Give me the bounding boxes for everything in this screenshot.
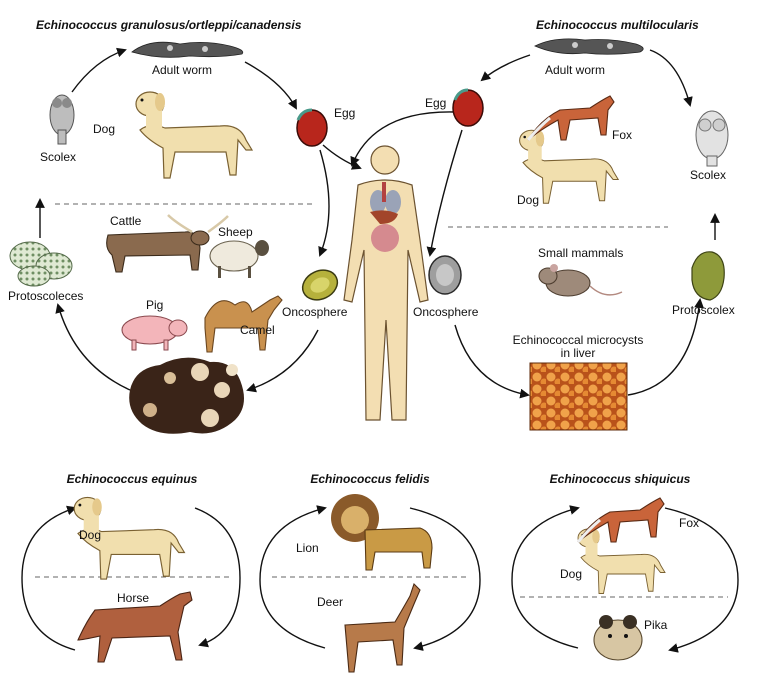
dog-image bbox=[577, 528, 666, 594]
equinus-cycle-arrows bbox=[21, 505, 241, 651]
label-sheep: Sheep bbox=[218, 225, 253, 239]
human-figure bbox=[343, 145, 429, 421]
label-egg: Egg bbox=[334, 106, 356, 120]
scolex-image bbox=[695, 110, 729, 167]
label-microcysts-line1: Echinococcal microcysts bbox=[512, 333, 644, 347]
microcysts-liver-image bbox=[529, 362, 628, 431]
label-fox: Fox bbox=[679, 516, 700, 530]
label-small-mammals: Small mammals bbox=[538, 246, 624, 260]
title-shiquicus: Echinococcus shiquicus bbox=[549, 472, 691, 486]
adult-worm-image bbox=[131, 41, 244, 58]
multilocularis-cycle-arrows bbox=[350, 49, 720, 399]
label-horse: Horse bbox=[117, 591, 150, 605]
mouse-image bbox=[538, 264, 623, 297]
label-pig: Pig bbox=[146, 298, 164, 312]
dog-image bbox=[135, 91, 254, 179]
protoscoleces-image bbox=[9, 241, 73, 287]
title-equinus: Echinococcus equinus bbox=[66, 472, 198, 486]
egg-image bbox=[452, 88, 484, 127]
label-microcysts-line2: in liver bbox=[560, 346, 596, 360]
lion-image bbox=[331, 494, 433, 571]
scolex-image bbox=[49, 94, 75, 145]
sheep-image bbox=[209, 240, 269, 278]
label-scolex: Scolex bbox=[40, 150, 77, 164]
pig-image bbox=[121, 315, 188, 351]
label-lion: Lion bbox=[296, 541, 319, 555]
label-scolex: Scolex bbox=[690, 168, 727, 182]
label-adult-worm: Adult worm bbox=[152, 63, 213, 77]
label-fox: Fox bbox=[612, 128, 633, 142]
hydatid-cyst-image bbox=[129, 357, 244, 434]
camel-image bbox=[204, 295, 283, 353]
label-cattle: Cattle bbox=[110, 214, 142, 228]
label-dog: Dog bbox=[560, 567, 583, 581]
felidis-cycle-arrows bbox=[259, 505, 481, 651]
label-egg: Egg bbox=[425, 96, 447, 110]
shiquicus-cycle-arrows bbox=[511, 505, 739, 653]
label-oncosphere: Oncosphere bbox=[282, 305, 348, 319]
label-adult-worm: Adult worm bbox=[545, 63, 606, 77]
title-granulosus: Echinococcus granulosus/ortleppi/canaden… bbox=[36, 18, 302, 32]
adult-worm-image bbox=[534, 38, 644, 55]
label-protoscoleces: Protoscoleces bbox=[8, 289, 84, 303]
label-dog: Dog bbox=[93, 122, 116, 136]
oncosphere-image bbox=[428, 255, 462, 295]
egg-image bbox=[296, 108, 328, 147]
fox-image bbox=[526, 95, 615, 141]
cattle-image bbox=[106, 214, 229, 273]
horse-image bbox=[77, 591, 193, 663]
deer-image bbox=[344, 582, 421, 673]
title-felidis: Echinococcus felidis bbox=[310, 472, 430, 486]
label-dog: Dog bbox=[517, 193, 540, 207]
label-protoscolex: Protoscolex bbox=[672, 303, 735, 317]
granulosus-cycle-arrows bbox=[35, 47, 362, 393]
protoscolex-image bbox=[691, 251, 725, 301]
label-oncosphere: Oncosphere bbox=[413, 305, 479, 319]
label-camel: Camel bbox=[240, 323, 275, 337]
label-pika: Pika bbox=[644, 618, 668, 632]
pika-image bbox=[593, 615, 643, 661]
label-dog: Dog bbox=[79, 528, 102, 542]
label-deer: Deer bbox=[317, 595, 344, 609]
title-multilocularis: Echinococcus multilocularis bbox=[536, 18, 699, 32]
oncosphere-image bbox=[301, 269, 339, 301]
